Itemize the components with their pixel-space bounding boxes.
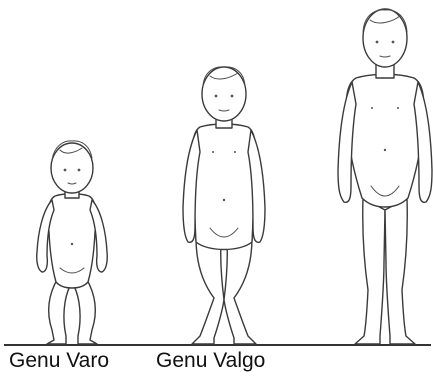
adolescent-right-leg [385, 198, 415, 344]
child-figure [183, 67, 265, 344]
child-eye-left [215, 95, 218, 98]
child-nipple-right [234, 151, 236, 153]
child-eye-right [231, 95, 234, 98]
caption-genu-valgo: Genu Valgo [156, 348, 265, 374]
adolescent-nipple-right [397, 107, 399, 109]
adolescent-navel [384, 149, 386, 151]
toddler-head [51, 143, 93, 193]
adolescent-head [363, 9, 407, 67]
adolescent-left-leg [355, 198, 385, 344]
caption-genu-varo: Genu Varo [9, 348, 109, 374]
toddler-navel [71, 243, 73, 245]
adolescent-nipple-left [371, 107, 373, 109]
adolescent-figure [338, 9, 432, 344]
adolescent-eye-left [376, 41, 379, 44]
child-right-leg [224, 238, 256, 344]
adolescent-eye-right [392, 41, 395, 44]
child-torso [193, 124, 256, 250]
child-head [202, 67, 246, 121]
child-left-leg [192, 238, 224, 344]
toddler-eye-left [64, 169, 67, 172]
toddler-eye-right [78, 169, 81, 172]
adolescent-torso [346, 74, 424, 207]
toddler-torso [48, 194, 96, 288]
child-navel [223, 199, 225, 201]
toddler-figure [37, 141, 108, 344]
child-nipple-left [212, 151, 214, 153]
